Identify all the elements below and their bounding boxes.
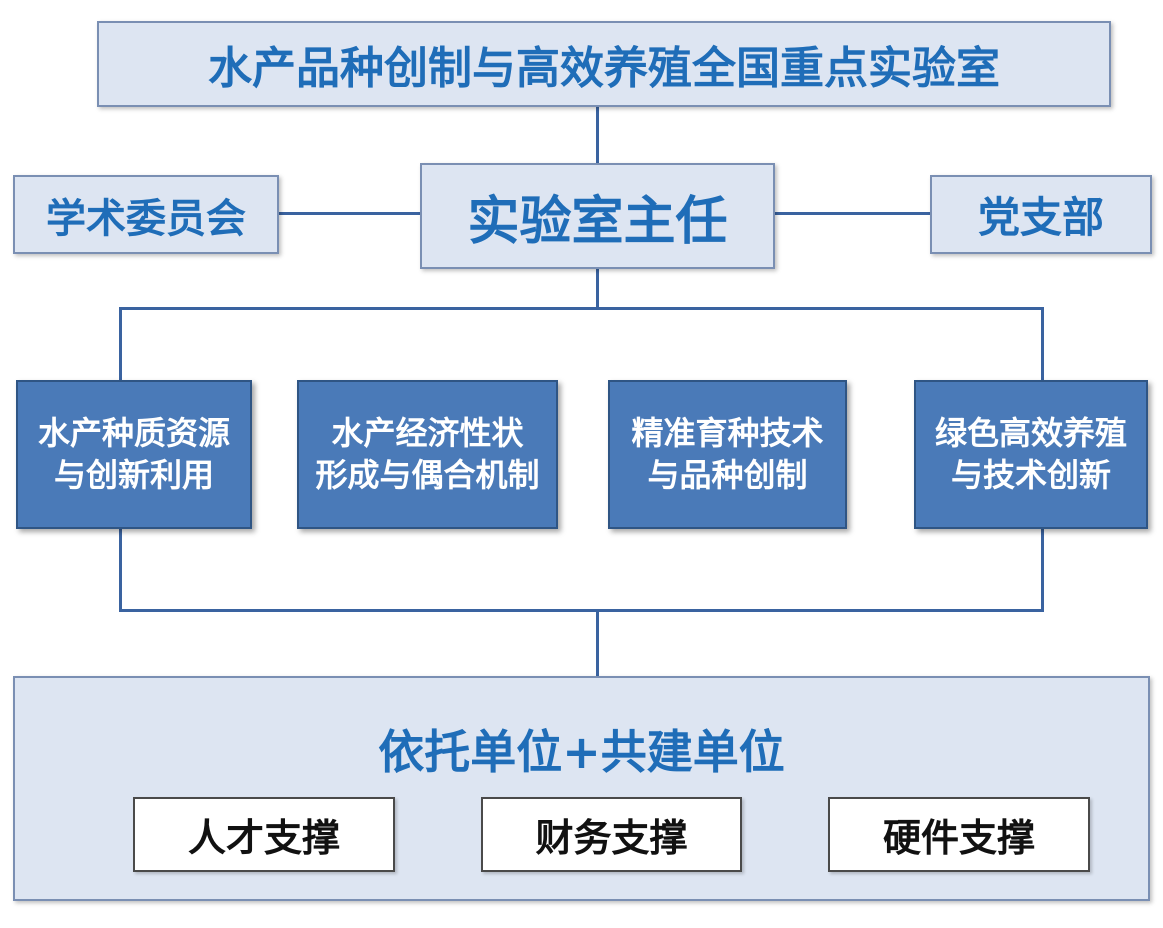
research-area-line1: 水产经济性状	[331, 413, 524, 452]
research-area-box: 精准育种技术 与品种创制	[608, 380, 847, 529]
connector-right-unit	[774, 212, 931, 215]
talent-support-box: 人才支撑	[133, 797, 395, 872]
research-area-box: 水产种质资源 与创新利用	[16, 380, 252, 529]
director-label: 实验室主任	[467, 191, 728, 252]
connector-right-drop	[1041, 307, 1044, 381]
research-area-line2: 与品种创制	[647, 455, 808, 494]
foundation-title: 依托单位+共建单位	[378, 725, 785, 779]
connector-title-director	[596, 105, 599, 163]
connector-director-down	[596, 267, 599, 309]
finance-support-label: 财务支撑	[535, 816, 688, 860]
research-area-line2: 形成与偶合机制	[315, 455, 540, 494]
academic-committee-box: 学术委员会	[13, 175, 279, 254]
connector-to-foundation	[596, 609, 599, 677]
connector-left-drop	[119, 307, 122, 381]
research-area-line1: 水产种质资源	[37, 413, 230, 452]
connector-right-rise	[1041, 528, 1044, 611]
hardware-support-label: 硬件支撑	[882, 816, 1035, 860]
research-area-line1: 绿色高效养殖	[934, 413, 1127, 452]
director-box: 实验室主任	[420, 163, 775, 269]
research-area-box: 水产经济性状 形成与偶合机制	[297, 380, 558, 529]
hardware-support-box: 硬件支撑	[828, 797, 1090, 872]
connector-left-rise	[119, 528, 122, 611]
finance-support-box: 财务支撑	[481, 797, 742, 872]
research-area-line2: 与技术创新	[950, 455, 1111, 494]
connector-top-bus	[119, 307, 1044, 310]
research-area-line1: 精准育种技术	[631, 413, 824, 452]
connector-left-unit	[278, 212, 421, 215]
connector-bottom-bus	[119, 609, 1044, 612]
research-area-box: 绿色高效养殖 与技术创新	[914, 380, 1148, 529]
academic-committee-label: 学术委员会	[46, 195, 246, 242]
lab-title-box: 水产品种创制与高效养殖全国重点实验室	[97, 21, 1111, 107]
party-branch-box: 党支部	[930, 175, 1152, 254]
party-branch-label: 党支部	[977, 193, 1104, 242]
lab-title: 水产品种创制与高效养殖全国重点实验室	[208, 43, 1000, 94]
research-area-line2: 与创新利用	[53, 455, 214, 494]
talent-support-label: 人才支撑	[187, 816, 340, 860]
